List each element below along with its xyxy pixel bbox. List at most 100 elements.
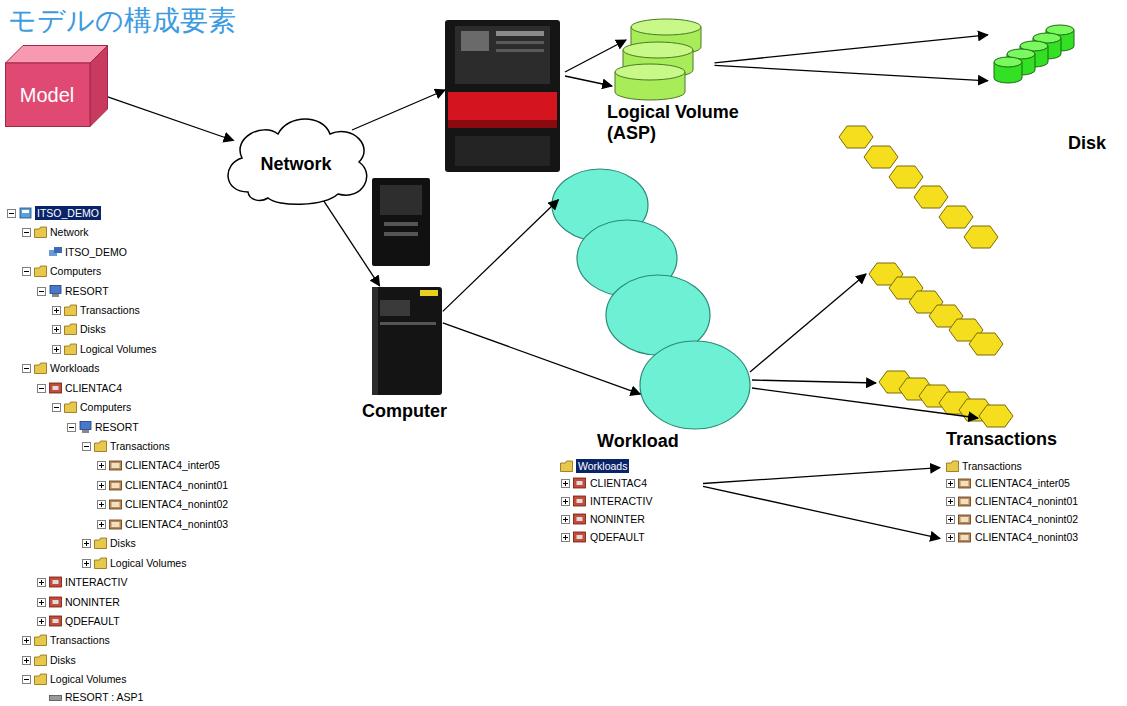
node-text: Computer xyxy=(362,401,447,422)
server-body xyxy=(445,20,560,172)
tree-icon xyxy=(110,481,122,490)
server-red-band xyxy=(448,92,557,128)
tree-expander xyxy=(38,599,46,607)
tree-expander xyxy=(562,516,570,524)
tree-expander xyxy=(23,365,31,373)
tree-expander xyxy=(562,480,570,488)
server-panel xyxy=(380,185,422,215)
hexagon xyxy=(979,405,1013,427)
tree-icon xyxy=(110,520,122,529)
node-text: Workloads xyxy=(576,459,629,473)
node-text: Network xyxy=(260,154,331,175)
tree-item-label: Workloads xyxy=(50,361,99,375)
tree-icon xyxy=(65,402,77,413)
tree-expander xyxy=(947,516,955,524)
computer-server-illustration xyxy=(372,287,442,395)
arrow-line xyxy=(752,388,978,418)
tree-item-label: Computers xyxy=(80,400,131,414)
tree-icon xyxy=(110,500,122,509)
tree-item-label: Disks xyxy=(80,322,106,336)
tree-icon xyxy=(35,363,47,374)
logical-volume-group: Logical Volume (ASP) xyxy=(605,18,755,146)
tree-item-label: Logical Volumes xyxy=(80,342,156,356)
tree-icon xyxy=(947,461,959,472)
tree-item-label: CLIENTAC4_nonint01 xyxy=(125,478,228,492)
tree-expander xyxy=(98,462,106,470)
hexagon xyxy=(939,206,973,228)
server-body xyxy=(372,287,442,395)
tree-icon xyxy=(50,286,61,298)
tree-item-label: RESORT xyxy=(65,284,109,298)
tree-item-label: Disks xyxy=(110,536,136,550)
tree-expander xyxy=(98,521,106,529)
node-text: CLIENTAC4_nonint02 xyxy=(975,512,1078,526)
server-body xyxy=(372,178,430,266)
tree-icon xyxy=(959,479,971,488)
tree-icon xyxy=(65,324,77,335)
arrow-line xyxy=(352,90,445,130)
tree-icon xyxy=(574,514,586,524)
tree-item-label: QDEFAULT xyxy=(65,614,120,628)
server-detail xyxy=(496,49,544,52)
box-front xyxy=(6,63,91,127)
tree-expander xyxy=(83,540,91,548)
tree-expander xyxy=(53,404,61,412)
tree-icon xyxy=(959,497,971,506)
tree-expander xyxy=(98,501,106,509)
transaction-hexagons xyxy=(839,126,1013,427)
server-side xyxy=(372,287,378,395)
tree-icon xyxy=(50,383,62,393)
arrow-connector xyxy=(703,468,940,484)
tree-icon xyxy=(50,616,62,626)
tree-item-label: ITSO_DEMO xyxy=(65,245,127,259)
arrow-line xyxy=(752,380,876,383)
tree-item-label: Transactions xyxy=(80,303,140,317)
arrow-connector xyxy=(715,35,988,63)
arrow-connector xyxy=(323,200,379,285)
server-detail xyxy=(384,232,418,236)
tree-icon xyxy=(65,305,77,316)
tree-expander xyxy=(38,385,46,393)
tree-item-label: CLIENTAC4 xyxy=(65,381,122,395)
workload-ellipses xyxy=(552,169,750,429)
tree-icon xyxy=(959,533,971,542)
server-detail xyxy=(384,222,418,226)
server-detail xyxy=(496,31,544,36)
tree-item-label: INTERACTIV xyxy=(65,575,127,589)
tree-item-label: RESORT : ASP1 xyxy=(65,690,143,704)
model-box: Model xyxy=(5,45,108,127)
node-text: CLIENTAC4 xyxy=(590,476,647,490)
cylinder xyxy=(615,64,685,100)
tree-item-label: CLIENTAC4_nonint02 xyxy=(125,497,228,511)
tree-expander xyxy=(38,579,46,587)
node-text: CLIENTAC4_nonint01 xyxy=(975,494,1078,508)
tree-item-label: Logical Volumes xyxy=(110,556,186,570)
arrow-connector xyxy=(715,65,988,80)
tree-icon xyxy=(574,478,586,488)
tree-icon xyxy=(50,696,62,701)
tree-expander xyxy=(947,534,955,542)
tree-expander xyxy=(53,307,61,315)
node-text: NONINTER xyxy=(590,512,645,526)
tree-icon xyxy=(95,558,107,569)
node-text: Transactions xyxy=(946,429,1057,450)
server-detail xyxy=(461,31,489,51)
tree-icon xyxy=(35,674,47,685)
server-detail xyxy=(496,41,544,44)
tree-expander xyxy=(38,288,46,296)
node-text: Logical Volume (ASP) xyxy=(607,102,753,144)
tree-expander xyxy=(23,657,31,665)
tree-icon xyxy=(50,597,62,607)
tree-expander xyxy=(68,424,76,432)
tree-expander xyxy=(53,326,61,334)
arrow-line xyxy=(750,274,866,372)
tree-item-label: Computers xyxy=(50,264,101,278)
tree-item-label: Disks xyxy=(50,653,76,667)
server-detail xyxy=(380,322,436,325)
server-grille xyxy=(455,136,550,166)
computer-node: Computer xyxy=(360,283,475,425)
tree-item-label: CLIENTAC4_nonint03 xyxy=(125,517,228,531)
